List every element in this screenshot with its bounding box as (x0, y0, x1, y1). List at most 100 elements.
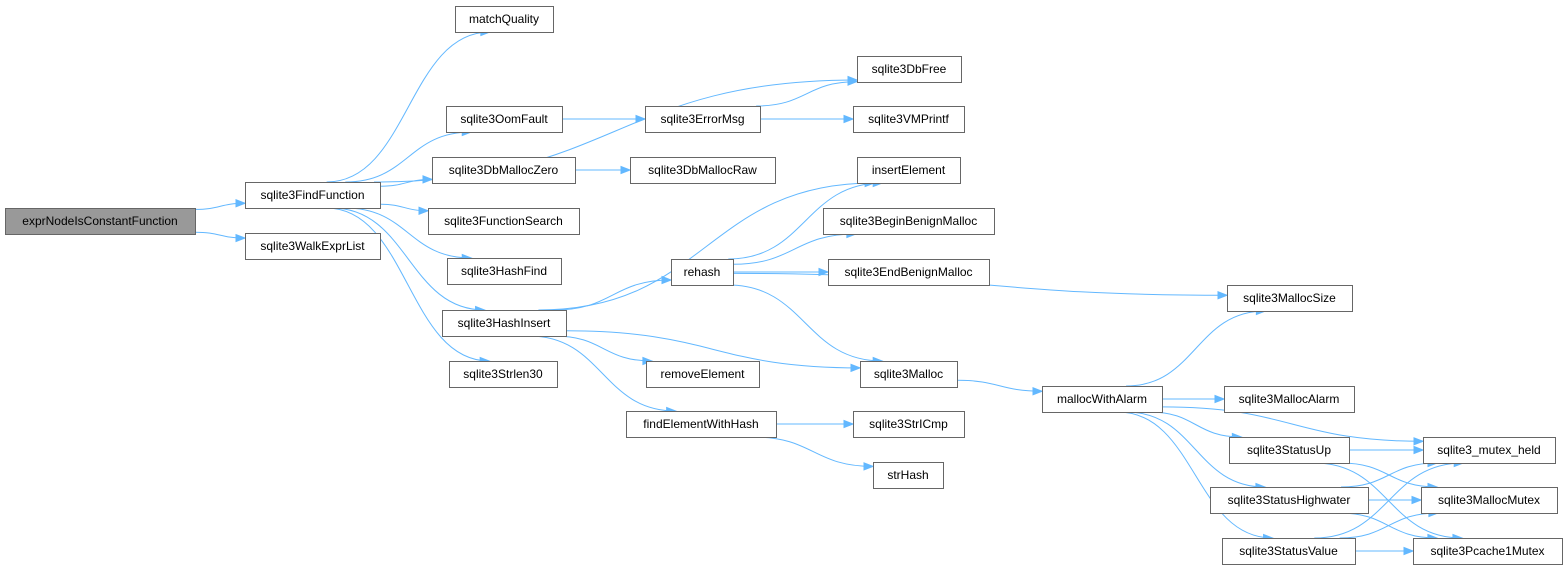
node-sqlite3-mutex-held[interactable]: sqlite3_mutex_held (1423, 437, 1556, 464)
node-box (449, 361, 558, 388)
node-label: sqlite3WalkExprList (260, 239, 365, 253)
arrowhead (1214, 394, 1226, 404)
node-label: sqlite3Strlen30 (463, 367, 543, 381)
edge-expr-node-is-constant-function-to-sqlite3-walk-expr-list (194, 231, 247, 243)
node-malloc-with-alarm[interactable]: mallocWithAlarm (1042, 386, 1163, 413)
node-label: exprNodeIsConstantFunction (22, 214, 177, 228)
node-box (828, 259, 990, 286)
node-sqlite3-pcache1-mutex[interactable]: sqlite3Pcache1Mutex (1413, 538, 1563, 565)
edge-sqlite3-hash-insert-to-remove-element (554, 335, 654, 366)
node-sqlite3-db-malloc-raw[interactable]: sqlite3DbMallocRaw (630, 157, 776, 184)
node-sqlite3-malloc-mutex[interactable]: sqlite3MallocMutex (1421, 487, 1558, 514)
arrowhead (235, 233, 247, 243)
node-sqlite3-status-value[interactable]: sqlite3StatusValue (1222, 538, 1356, 565)
node-box (857, 157, 961, 184)
node-label: insertElement (872, 163, 946, 177)
node-label: sqlite3DbMallocRaw (648, 163, 757, 177)
node-label: sqlite3StatusUp (1247, 443, 1331, 457)
node-box (1224, 386, 1355, 413)
node-label: sqlite3FunctionSearch (444, 214, 563, 228)
node-insert-element[interactable]: insertElement (857, 157, 961, 184)
node-box (447, 258, 562, 285)
arrowhead (818, 267, 830, 277)
arrowhead (1403, 546, 1415, 556)
edge-find-element-with-hash-to-sqlite3-str-i-cmp (776, 419, 855, 429)
node-sqlite3-malloc[interactable]: sqlite3Malloc (860, 361, 958, 388)
node-box (860, 361, 958, 388)
node-sqlite3-oom-fault[interactable]: sqlite3OomFault (446, 106, 563, 133)
node-label: sqlite3DbFree (872, 62, 947, 76)
node-sqlite3-malloc-alarm[interactable]: sqlite3MallocAlarm (1224, 386, 1355, 413)
node-sqlite3-function-search[interactable]: sqlite3FunctionSearch (428, 208, 580, 235)
edge-sqlite3-malloc-to-malloc-with-alarm (956, 379, 1044, 396)
node-box (1421, 487, 1558, 514)
arrowhead (661, 275, 673, 285)
edge-sqlite3-error-msg-to-sqlite3-vm-printf (760, 114, 855, 124)
node-sqlite3-hash-insert[interactable]: sqlite3HashInsert (442, 310, 567, 337)
arrowhead (235, 199, 247, 208)
edge-malloc-with-alarm-to-sqlite3-status-up (1149, 411, 1243, 442)
node-label: sqlite3OomFault (460, 112, 548, 126)
node-label: sqlite3HashFind (461, 264, 547, 278)
node-sqlite3-begin-benign-malloc[interactable]: sqlite3BeginBenignMalloc (823, 208, 995, 235)
node-label: sqlite3FindFunction (260, 188, 364, 202)
node-sqlite3-end-benign-malloc[interactable]: sqlite3EndBenignMalloc (828, 259, 990, 286)
node-sqlite3-malloc-size[interactable]: sqlite3MallocSize (1227, 285, 1353, 312)
node-box (442, 310, 567, 337)
node-box (671, 259, 734, 286)
arrowhead (1032, 387, 1044, 396)
node-sqlite3-walk-expr-list[interactable]: sqlite3WalkExprList (245, 233, 381, 260)
node-label: sqlite3VMPrintf (868, 112, 949, 126)
node-sqlite3-hash-find[interactable]: sqlite3HashFind (447, 258, 562, 285)
node-sqlite3-str-i-cmp[interactable]: sqlite3StrICmp (853, 411, 965, 438)
node-sqlite3-db-free[interactable]: sqlite3DbFree (857, 56, 962, 83)
edge-rehash-to-sqlite3-malloc (728, 284, 884, 366)
node-match-quality[interactable]: matchQuality (455, 6, 554, 33)
node-label: strHash (887, 468, 928, 482)
nodes: exprNodeIsConstantFunction sqlite3FindFun… (5, 6, 1563, 565)
node-box (626, 411, 777, 438)
edge-sqlite3-oom-fault-to-sqlite3-error-msg (561, 114, 647, 124)
node-box (5, 208, 196, 235)
node-label: sqlite3MallocSize (1243, 291, 1336, 305)
node-rehash[interactable]: rehash (671, 259, 734, 286)
node-box (645, 106, 761, 133)
arrowhead (418, 206, 430, 215)
node-expr-node-is-constant-function[interactable]: exprNodeIsConstantFunction (5, 208, 196, 235)
node-label: sqlite3ErrorMsg (660, 112, 744, 126)
node-sqlite3-strlen30[interactable]: sqlite3Strlen30 (449, 361, 558, 388)
node-box (432, 157, 576, 184)
node-label: sqlite3DbMallocZero (449, 163, 559, 177)
node-sqlite3-error-msg[interactable]: sqlite3ErrorMsg (645, 106, 761, 133)
edge-sqlite3-status-up-to-sqlite3-mutex-held (1348, 445, 1425, 455)
edge-sqlite3-hash-insert-to-insert-element (538, 178, 876, 311)
node-box (1227, 285, 1353, 312)
node-sqlite3-status-highwater[interactable]: sqlite3StatusHighwater (1210, 487, 1369, 514)
node-box (1229, 437, 1350, 464)
node-sqlite3-status-up[interactable]: sqlite3StatusUp (1229, 437, 1350, 464)
node-box (853, 106, 965, 133)
node-box (428, 208, 580, 235)
arrowhead (850, 363, 862, 373)
edge-malloc-with-alarm-to-sqlite3-malloc-alarm (1161, 394, 1226, 404)
node-sqlite3-vm-printf[interactable]: sqlite3VMPrintf (853, 106, 965, 133)
arrowhead (1413, 445, 1425, 455)
node-box (873, 462, 944, 489)
node-box (857, 56, 962, 83)
node-label: sqlite3Malloc (874, 367, 943, 381)
node-find-element-with-hash[interactable]: findElementWithHash (626, 411, 777, 438)
edge-sqlite3-status-value-to-sqlite3-pcache1-mutex (1355, 546, 1415, 556)
node-sqlite3-db-malloc-zero[interactable]: sqlite3DbMallocZero (432, 157, 576, 184)
node-str-hash[interactable]: strHash (873, 462, 944, 489)
node-sqlite3-find-function[interactable]: sqlite3FindFunction (245, 182, 381, 209)
node-box (823, 208, 995, 235)
edge-sqlite3-status-highwater-to-sqlite3-malloc-mutex (1367, 495, 1423, 505)
node-box (455, 6, 554, 33)
node-label: matchQuality (469, 12, 539, 26)
node-label: sqlite3StatusValue (1239, 544, 1338, 558)
node-remove-element[interactable]: removeElement (646, 361, 760, 388)
arrowhead (863, 462, 875, 471)
node-box (1423, 437, 1556, 464)
edge-sqlite3-find-function-to-sqlite3-function-search (379, 203, 430, 215)
arrowhead (1217, 291, 1229, 300)
